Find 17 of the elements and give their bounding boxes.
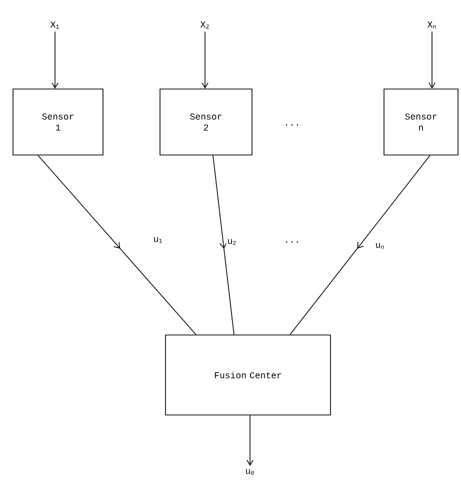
sensor-box: Sensor n [384, 88, 458, 156]
signal-label: X$_{1}$ [50, 22, 59, 28]
arrow [52, 31, 58, 89]
ellipsis: ... [286, 241, 298, 243]
sensor-box: Sensor 2 [160, 88, 252, 156]
edge-label: u$_{n}$ [374, 242, 386, 250]
arrow [246, 415, 254, 466]
edge-label: u$_{1}$ [152, 236, 164, 244]
signal-label: X$_{n}$ [427, 22, 436, 28]
signal-label: X$_{2}$ [200, 22, 209, 28]
signal-label: u$_{0}$ [246, 469, 254, 475]
sensor-box: Sensor 1 [12, 88, 104, 156]
arrow [202, 31, 208, 89]
arrow [428, 31, 436, 89]
fusion-box: Fusion Center [165, 334, 331, 416]
edge-label: u$_{2}$ [226, 238, 238, 246]
ellipsis: ... [286, 124, 298, 126]
